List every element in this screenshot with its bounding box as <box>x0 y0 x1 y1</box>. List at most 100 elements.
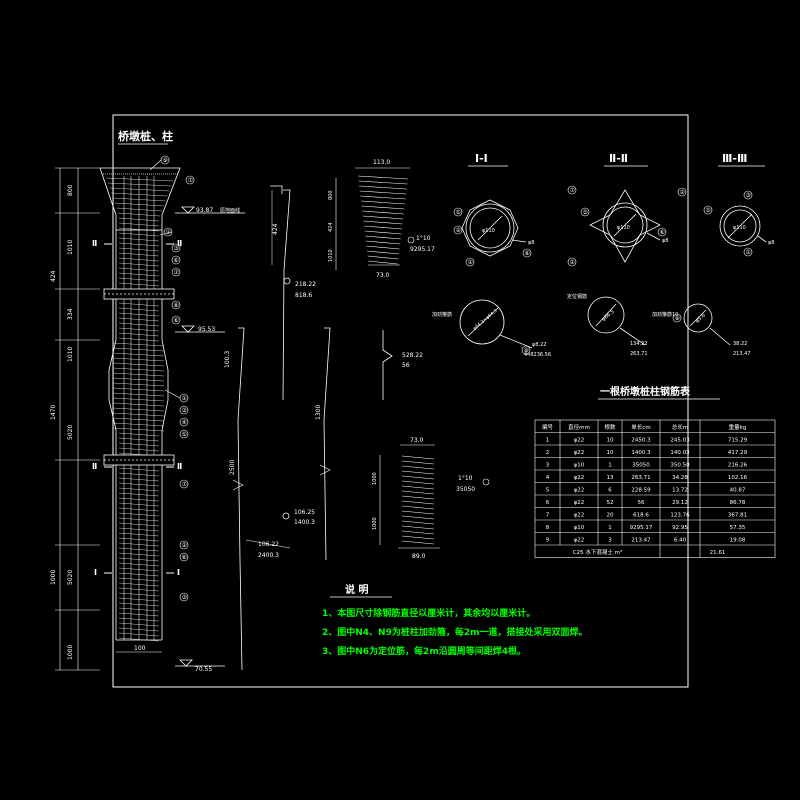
stirrup-line <box>118 272 160 277</box>
table-cell: 57.35 <box>730 525 746 531</box>
table-cell: 1 <box>546 437 550 443</box>
table-header: 总长m <box>672 423 688 431</box>
table-cell: 9295.17 <box>630 525 653 531</box>
stirrup-line <box>118 547 160 552</box>
stirrup-line <box>118 337 160 342</box>
stirrup-line <box>116 207 162 212</box>
stirrup-line <box>112 427 165 432</box>
stirrup-line <box>118 602 160 607</box>
callout: ⑥ <box>171 315 181 325</box>
spiral-line <box>401 525 435 530</box>
dim-seg2: 334 <box>67 308 74 320</box>
spiral-bot-len: 35050 <box>456 486 475 493</box>
stirrup-line <box>118 307 160 312</box>
table-cell: φ22 <box>574 500 585 506</box>
svg-text:⑧: ⑧ <box>525 250 530 257</box>
svg-text:⑤: ⑤ <box>456 209 461 216</box>
spiral-line <box>401 535 435 540</box>
detail2-sub: 2400.3 <box>258 552 279 559</box>
drawing-title: 桥墩桩、柱 <box>118 129 173 143</box>
svg-text:⑥: ⑥ <box>174 317 179 324</box>
table-cell: 3 <box>546 462 550 468</box>
spiral-line <box>401 475 435 480</box>
callout: ⑦ <box>179 479 189 489</box>
stirrup-line <box>118 522 160 527</box>
table-cell: 228.59 <box>631 487 651 493</box>
stirrup-line <box>118 507 160 512</box>
stirrup-line <box>118 277 160 282</box>
stirrup-line <box>118 612 160 617</box>
svg-text:③: ③ <box>182 594 187 601</box>
spiral-line <box>401 455 435 460</box>
table-cell: 52 <box>607 500 614 506</box>
stirrup-line <box>118 527 160 532</box>
stirrup-line <box>118 562 160 567</box>
stirrup-line <box>118 472 160 477</box>
table-cell: 5 <box>546 487 550 493</box>
ring3-dia: φ5.6 <box>694 313 706 325</box>
callout: ③ <box>179 592 189 602</box>
spiral-line <box>368 260 398 265</box>
callout: ⑦ <box>171 267 181 277</box>
stirrup-line <box>112 387 165 392</box>
svg-text:①: ① <box>468 259 473 266</box>
spiral-line <box>364 230 402 235</box>
stirrup-line <box>112 367 165 372</box>
ring1-label: 加劲箍筋 <box>432 311 452 318</box>
stirrup-line <box>112 352 165 357</box>
spiral-line <box>359 190 407 195</box>
table-cell: 1 <box>608 462 612 468</box>
table-footer-label: C25 水下混凝土 m³ <box>573 548 622 556</box>
stirrup-line <box>118 567 160 572</box>
ring3-sub: 213.47 <box>733 351 751 357</box>
table-cell: 8 <box>546 525 550 531</box>
svg-text:⑧: ⑧ <box>174 302 179 309</box>
table-cell: 13 <box>607 475 614 481</box>
svg-text:⑨: ⑨ <box>675 315 680 322</box>
svg-text:③: ③ <box>174 245 179 252</box>
spiral-bottom-detail: 73.0 89.0 1000 1000 1°10 35050 <box>372 437 490 560</box>
spiral-bot-bottom: 89.0 <box>412 553 426 560</box>
detail2-dim: 2500 <box>229 460 236 475</box>
table-cell: 34.28 <box>672 475 688 481</box>
spiral-top-d1: 800 <box>328 190 334 200</box>
table-cell: 6.40 <box>674 537 687 543</box>
spiral-line <box>365 235 401 240</box>
pile-elevation: 桥墩桩、柱 <box>99 129 181 642</box>
spiral-line <box>401 485 435 490</box>
spiral-line <box>358 180 408 185</box>
dim-seg1: 1010 <box>67 240 74 255</box>
table-cell: 35050 <box>632 462 650 468</box>
notes-title: 说 明 <box>345 583 368 596</box>
section-title-1: Ⅰ-Ⅰ <box>475 152 488 165</box>
table-cell: 2 <box>546 450 550 456</box>
table-title: 一根桥墩桩柱钢筋表 <box>600 385 691 398</box>
notes-block: 说 明 1、本图尺寸除钢筋直径以厘米计，其余均以厘米计。 2、图中N4、N9为桩… <box>322 583 588 657</box>
stirrup-line <box>118 577 160 582</box>
table-cell: 29.12 <box>672 500 688 506</box>
stirrup-line <box>118 437 160 442</box>
table-cell: φ10 <box>574 525 585 531</box>
pile-callouts: ⑨ ⑦ ② ③ ⑥ ⑦ ⑧ ⑥ ① ③ ④ ⑤ ⑦ ② ⑧ ③ <box>149 155 195 602</box>
spiral-bot-ratio: 1°10 <box>458 475 473 482</box>
table-header: 重量kg <box>729 423 747 431</box>
spiral-line <box>363 220 403 225</box>
stirrup-line <box>118 312 160 317</box>
dim-width: 100 <box>134 645 146 652</box>
ring3-label: 加劲箍筋10 <box>652 311 678 318</box>
spiral-line <box>366 245 400 250</box>
table-header: 根数 <box>604 423 616 431</box>
section-views: Ⅰ-Ⅰ φ110 φ8 Ⅱ-Ⅱ φ110 φ8 Ⅲ-Ⅲ φ110 φ8 加劲箍筋… <box>432 152 774 358</box>
stirrup-line <box>106 177 174 182</box>
detail3-label: 106.25 <box>294 509 315 516</box>
table-cell: φ10 <box>574 462 585 468</box>
table-header: 编号 <box>542 423 554 431</box>
table-cell: 19.08 <box>730 537 746 543</box>
spiral-bot-d2: 1000 <box>372 517 378 530</box>
section-cuts: Ⅱ Ⅱ Ⅱ Ⅱ Ⅰ Ⅰ <box>92 239 182 577</box>
section-3-dia: φ110 <box>733 225 746 231</box>
stirrup-line <box>118 327 160 332</box>
detail1-label: 218.22 <box>295 281 316 288</box>
